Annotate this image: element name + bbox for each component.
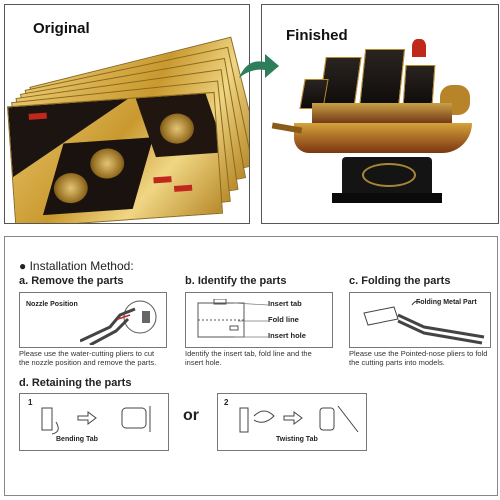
- installation-heading: ● Installation Method:: [19, 259, 134, 273]
- or-text: or: [183, 407, 199, 424]
- step-b-image: Insert tab Fold line Insert hole: [185, 292, 333, 348]
- installation-heading-text: Installation Method:: [29, 259, 134, 273]
- part-diagram-icon: [197, 299, 245, 338]
- step-d-title: d. Retaining the parts: [19, 377, 132, 389]
- option-2-number: 2: [224, 398, 229, 407]
- pointer-lines-icon: [234, 302, 268, 338]
- folding-pliers-icon: [363, 300, 485, 345]
- finished-title: Finished: [286, 27, 348, 44]
- bending-tab-image: 1 Bending Tab: [19, 393, 169, 451]
- step-a-title: a. Remove the parts: [19, 275, 124, 287]
- pliers-icon: [80, 300, 157, 345]
- step-c-description: Please use the Pointed-nose pliers to fo…: [349, 349, 488, 367]
- bullet-icon: ●: [19, 259, 30, 273]
- step-c-title: c. Folding the parts: [349, 275, 451, 287]
- insert-tab-label: Insert tab: [268, 299, 302, 308]
- arrow-right-icon: [239, 54, 279, 78]
- step-a-image: Nozzle Position: [19, 292, 167, 348]
- option-1-number: 1: [28, 398, 33, 407]
- original-title: Original: [33, 20, 90, 37]
- step-c-image: Folding Metal Part: [349, 292, 491, 348]
- finished-panel: Finished: [261, 4, 499, 224]
- twisting-tab-label: Twisting Tab: [276, 436, 318, 443]
- bending-tab-label: Bending Tab: [56, 436, 98, 443]
- step-b-title: b. Identify the parts: [185, 275, 287, 287]
- metal-sheet-front: [6, 91, 224, 223]
- original-panel: Original: [4, 4, 250, 224]
- twisting-tab-image: 2 Twisting Tab: [217, 393, 367, 451]
- bending-diagram-icon: [41, 406, 151, 435]
- nozzle-position-label: Nozzle Position: [26, 301, 78, 308]
- step-b-description: Identify the insert tab, fold line and t…: [185, 349, 312, 367]
- fold-line-label: Fold line: [268, 315, 299, 324]
- twisting-diagram-icon: [239, 405, 359, 433]
- ship-stand: [342, 157, 432, 197]
- instructions-panel: ● Installation Method: a. Remove the par…: [4, 236, 498, 496]
- folding-metal-part-label: Folding Metal Part: [416, 299, 477, 306]
- insert-hole-label: Insert hole: [268, 331, 306, 340]
- step-a-description: Please use the water-cutting pliers to c…: [19, 349, 157, 367]
